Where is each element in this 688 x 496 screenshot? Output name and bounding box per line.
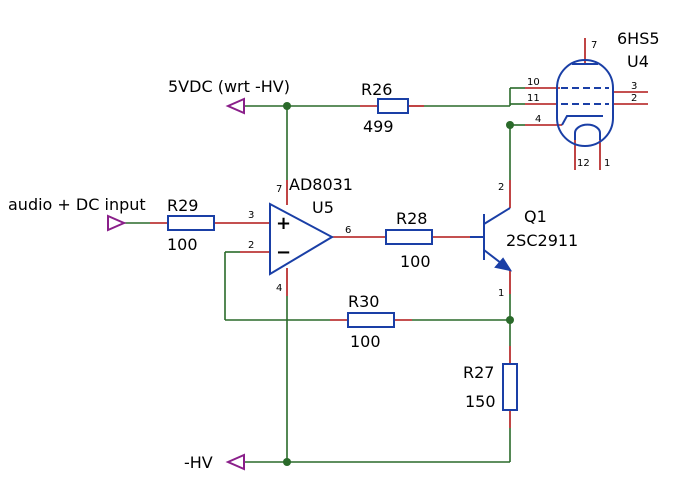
supply-port-arrow-icon	[225, 97, 245, 115]
u4-pin-1: 1	[604, 158, 610, 169]
r29-body	[167, 215, 215, 231]
q1-pin-emitter: 1	[498, 288, 504, 299]
junctions	[283, 102, 514, 466]
r30-body	[347, 312, 395, 328]
wires	[124, 87, 525, 463]
r30-value: 100	[350, 332, 381, 351]
junction-dot	[283, 458, 291, 466]
supply-port-label: 5VDC (wrt -HV)	[168, 77, 290, 96]
u5-minus-sign: −	[276, 242, 291, 263]
u5-pin-vn: 4	[276, 283, 282, 294]
tube-cathode	[561, 115, 603, 126]
q1-emitter-arrow	[494, 257, 513, 272]
q1-collector-diag	[483, 207, 511, 225]
transistor-q1-symbol	[470, 207, 513, 272]
tube-heater	[574, 123, 601, 140]
tube-u4-symbol	[556, 59, 614, 147]
component-bodies	[167, 98, 518, 411]
u5-ref: U5	[312, 198, 334, 217]
u4-pin-top: 7	[591, 40, 597, 51]
opamp-u5-symbol	[269, 202, 335, 276]
tube-envelope	[556, 59, 614, 147]
r29-ref: R29	[167, 196, 198, 215]
u5-plus-sign: +	[276, 213, 291, 234]
r27-body	[502, 363, 518, 411]
r27-ref: R27	[463, 363, 494, 382]
u4-pin-10: 10	[527, 77, 540, 88]
u4-pin-11: 11	[527, 93, 540, 104]
u4-pin-4: 4	[535, 114, 541, 125]
q1-pin-collector: 2	[498, 182, 504, 193]
hv-port-arrow-icon	[225, 453, 245, 471]
labels: 5VDC (wrt -HV) audio + DC input -HV R26 …	[8, 29, 660, 472]
junction-dot	[283, 102, 291, 110]
r26-ref: R26	[361, 80, 392, 99]
r30-ref: R30	[348, 292, 379, 311]
q1-ref: Q1	[524, 207, 547, 226]
q1-part: 2SC2911	[506, 231, 578, 250]
r28-value: 100	[400, 252, 431, 271]
r28-body	[385, 229, 433, 245]
u5-pin-vp: 7	[276, 184, 282, 195]
u4-pin-12: 12	[577, 158, 590, 169]
junction-dot	[506, 316, 514, 324]
input-port-label: audio + DC input	[8, 195, 146, 214]
u4-pin-2: 2	[631, 93, 637, 104]
r29-value: 100	[167, 235, 198, 254]
r28-ref: R28	[396, 209, 427, 228]
component-leads	[150, 38, 648, 428]
u5-pin-minus: 2	[248, 240, 254, 251]
hv-port-label: -HV	[184, 453, 213, 472]
r26-value: 499	[363, 117, 394, 136]
u5-pin-plus: 3	[248, 210, 254, 221]
u5-part: AD8031	[289, 175, 353, 194]
u4-ref: U4	[627, 52, 649, 71]
input-port-arrow-icon	[107, 214, 127, 232]
u5-pin-out: 6	[345, 225, 351, 236]
r27-value: 150	[465, 392, 496, 411]
port-markers	[107, 97, 245, 471]
u4-part: 6HS5	[617, 29, 660, 48]
junction-dot	[506, 121, 514, 129]
r26-body	[377, 98, 409, 114]
u4-pin-3: 3	[631, 81, 637, 92]
